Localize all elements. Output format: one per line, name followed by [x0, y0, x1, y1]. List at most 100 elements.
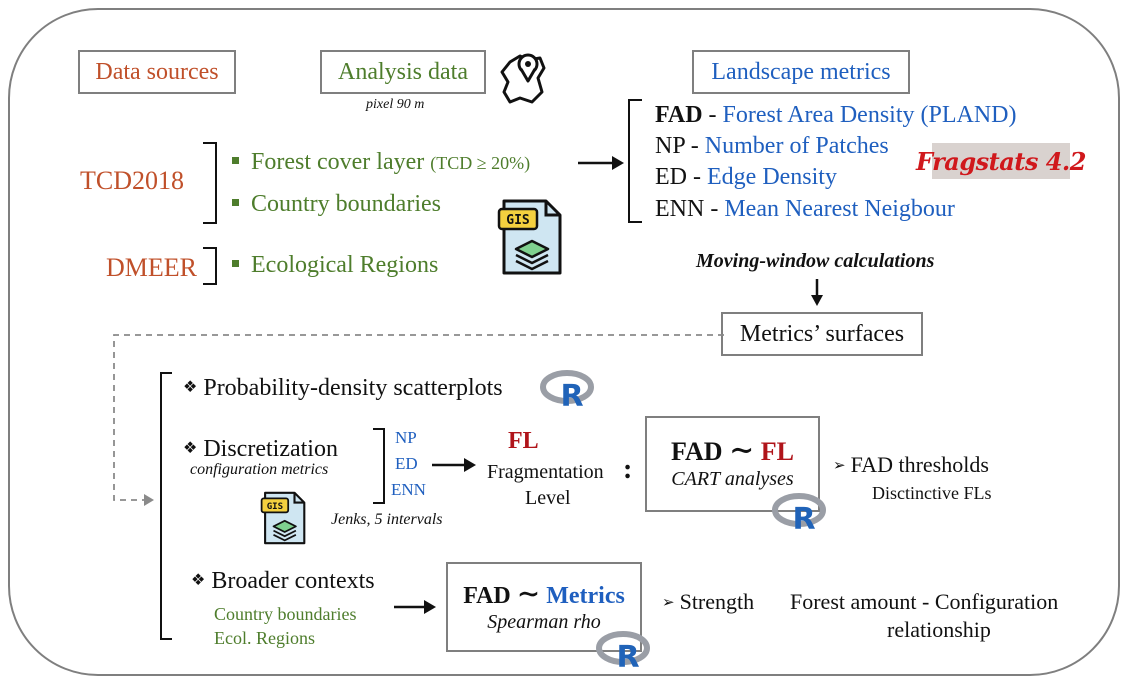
dmeer-source-label: DMEER	[106, 253, 197, 282]
ecological-regions-label: Ecological Regions	[251, 252, 439, 278]
gis-icon-text: GIS	[267, 502, 283, 512]
distinctive-fls-label: Disctinctive FLs	[872, 483, 992, 503]
arrow-right-icon	[578, 156, 624, 170]
metric-np: NP - Number of Patches	[655, 133, 889, 160]
metrics-surfaces-label: Metrics’ surfaces	[739, 320, 905, 347]
metric-np-name: Number of Patches	[704, 133, 889, 159]
metric-np-abbr: NP	[655, 133, 685, 159]
metric-enn-abbr: ENN	[655, 196, 705, 222]
gis-file-icon: GIS	[260, 491, 306, 545]
gis-file-icon: GIS	[497, 199, 562, 275]
discretization-item: ❖ Discretization	[183, 436, 338, 463]
level-label: Level	[525, 487, 571, 509]
fad-thresholds-label: FAD thresholds	[850, 452, 989, 477]
r-letter: R	[792, 502, 815, 532]
forest-cover-item: Forest cover layer (TCD ≥ 20%)	[232, 149, 530, 176]
spearman-formula: FAD ∼ Metrics	[463, 577, 625, 611]
square-bullet-icon	[232, 259, 239, 267]
metric-fad-name: Forest Area Density (PLAND)	[722, 102, 1017, 128]
diagram-frame	[8, 8, 1120, 676]
cart-analyses-label: CART analyses	[671, 468, 794, 490]
strength-item: ➢Strength	[662, 589, 754, 615]
config-ed-label: ED	[395, 454, 418, 473]
separator: -	[690, 133, 699, 159]
metrics-bracket	[628, 99, 642, 223]
gis-icon-text: GIS	[506, 213, 530, 228]
analysis-bracket	[160, 372, 172, 640]
fragmentation-colon: :	[623, 454, 633, 485]
landscape-metrics-label: Landscape metrics	[711, 58, 891, 85]
metric-ed-name: Edge Density	[707, 164, 837, 190]
spearman-fad: FAD	[463, 582, 511, 609]
relationship-line-2: relationship	[887, 617, 991, 642]
country-boundaries-label: Country boundaries	[251, 191, 441, 217]
spearman-rho-label: Spearman rho	[487, 610, 601, 633]
relationship-line-1: Forest amount - Configuration	[790, 589, 1059, 614]
spearman-metrics: Metrics	[546, 582, 625, 609]
square-bullet-icon	[232, 198, 239, 206]
analysis-data-box: Analysis data	[320, 50, 486, 94]
config-np-label: NP	[395, 428, 417, 447]
arrow-right-icon	[394, 600, 436, 614]
tilde-icon: ∼	[516, 578, 541, 610]
separator: -	[693, 164, 701, 190]
cart-box: FAD ∼ FL CART analyses	[645, 416, 820, 512]
fragmentation-label: Fragmentation	[487, 461, 604, 483]
fl-label: FL	[508, 428, 539, 454]
pixel-size-label: pixel 90 m	[366, 97, 425, 112]
spearman-box: FAD ∼ Metrics Spearman rho	[446, 562, 642, 652]
metric-fad: FAD - Forest Area Density (PLAND)	[655, 102, 1017, 129]
r-logo-icon: R	[540, 370, 594, 409]
dashed-connector	[113, 334, 724, 506]
metric-fad-abbr: FAD	[655, 102, 703, 128]
r-letter: R	[560, 379, 583, 409]
metric-ed-abbr: ED	[655, 164, 687, 190]
metrics-surfaces-box: Metrics’ surfaces	[721, 312, 923, 356]
map-location-icon	[500, 53, 546, 104]
diamond-bullet-icon: ❖	[183, 438, 198, 457]
context-ecol-label: Ecol. Regions	[214, 628, 315, 648]
square-bullet-icon	[232, 156, 239, 164]
dmeer-bracket	[203, 247, 217, 285]
tcd-condition-label: (TCD ≥ 20%)	[430, 153, 531, 173]
forest-cover-label: Forest cover layer	[251, 149, 425, 175]
data-sources-label: Data sources	[95, 58, 219, 85]
r-logo-icon: R	[772, 493, 826, 532]
arrow-bullet-icon: ➢	[662, 593, 675, 611]
cart-fl: FL	[760, 437, 794, 466]
metric-enn: ENN - Mean Nearest Neigbour	[655, 196, 955, 223]
tcd-bracket	[203, 142, 217, 224]
metric-ed: ED - Edge Density	[655, 164, 837, 191]
context-country-label: Country boundaries	[214, 604, 357, 624]
diamond-bullet-icon: ❖	[183, 377, 198, 396]
arrow-down-icon	[811, 279, 823, 306]
data-sources-box: Data sources	[78, 50, 236, 94]
config-enn-label: ENN	[391, 480, 426, 499]
scatterplots-label: Probability-density scatterplots	[203, 375, 503, 401]
config-metrics-label: configuration metrics	[190, 461, 329, 478]
cart-fad: FAD	[671, 437, 723, 466]
cart-formula: FAD ∼ FL	[671, 433, 794, 468]
metric-enn-name: Mean Nearest Neigbour	[724, 196, 955, 222]
diamond-bullet-icon: ❖	[191, 570, 206, 589]
r-letter: R	[616, 640, 639, 670]
jenks-label: Jenks, 5 intervals	[331, 511, 443, 528]
fragstats-label: Fragstats 4.2	[916, 146, 1086, 176]
discretization-label: Discretization	[203, 436, 338, 462]
fragstats-badge: Fragstats 4.2	[916, 143, 1086, 179]
r-logo-icon: R	[596, 631, 650, 670]
arrow-right-icon	[432, 458, 476, 472]
landscape-metrics-box: Landscape metrics	[692, 50, 910, 94]
country-boundaries-item: Country boundaries	[232, 191, 441, 218]
moving-window-label: Moving-window calculations	[696, 250, 935, 272]
scatterplots-item: ❖ Probability-density scatterplots	[183, 375, 503, 402]
analysis-data-label: Analysis data	[338, 58, 468, 85]
ecological-regions-item: Ecological Regions	[232, 252, 438, 279]
tcd-source-label: TCD2018	[80, 166, 184, 195]
strength-label: Strength	[679, 589, 755, 614]
tilde-icon: ∼	[729, 434, 755, 467]
separator: -	[710, 196, 719, 222]
broader-contexts-label: Broader contexts	[211, 568, 375, 594]
broader-contexts-item: ❖ Broader contexts	[191, 568, 375, 595]
config-bracket	[373, 428, 385, 504]
